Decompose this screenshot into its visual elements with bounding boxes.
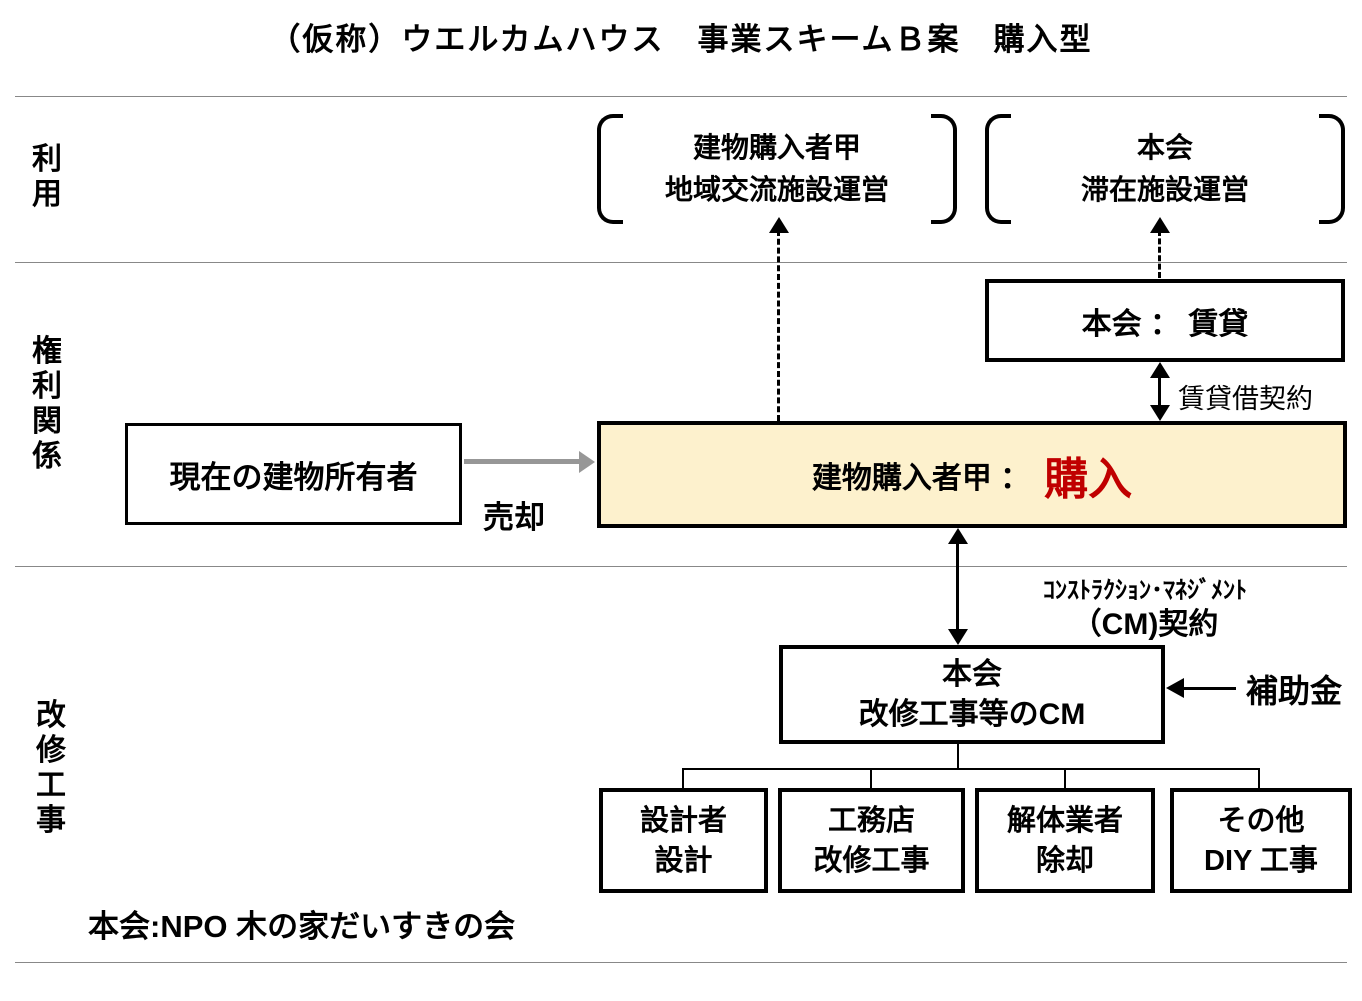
contractor-line: その他: [1217, 804, 1305, 837]
left-bracket-icon: [985, 114, 1011, 224]
right-bracket-icon: [931, 114, 957, 224]
section-separator-rights-construction: [15, 566, 1347, 567]
usage-buyer-line2: 地域交流施設運営: [664, 174, 889, 205]
contractor-box-designer: 設計者 設計: [599, 788, 768, 893]
row-label-rights: 権利関係: [32, 335, 62, 473]
section-separator-usage-rights: [15, 262, 1347, 263]
connector-drop-3: [1064, 768, 1066, 788]
contractor-line: DIY 工事: [1204, 844, 1318, 877]
row-label-usage: 利用: [32, 143, 62, 211]
purchase-box-label: 建物購入者甲 ：: [811, 461, 1031, 495]
connector-drop-1: [682, 768, 684, 788]
contractor-box-demolition: 解体業者 除却: [975, 788, 1155, 893]
arrowhead-down-icon: [1150, 405, 1170, 421]
arrowhead-up-icon: [769, 217, 789, 233]
purchase-box-value: 購入: [1044, 454, 1133, 504]
contractor-line: 除却: [1035, 844, 1094, 877]
cm-contract-double-arrow: [948, 528, 968, 645]
cm-box: 本会 改修工事等のCM: [779, 645, 1165, 744]
sale-label: 売却: [483, 500, 545, 535]
lease-contract-label: 賃貸借契約: [1178, 384, 1313, 414]
sale-arrow: [464, 451, 595, 473]
dashed-up-arrow-association: [1150, 217, 1170, 278]
arrowhead-right-icon: [579, 451, 595, 473]
arrowhead-up-icon: [948, 528, 968, 544]
dashed-up-arrow-buyer: [769, 217, 789, 421]
current-owner-box: 現在の建物所有者: [125, 423, 462, 525]
page-title: （仮称）ウエルカムハウス 事業スキームＢ案 購入型: [269, 22, 1093, 57]
arrowhead-down-icon: [948, 629, 968, 645]
purchase-box: 建物購入者甲 ： 購入: [597, 421, 1347, 528]
connector-drop-4: [1258, 768, 1260, 788]
usage-group-association: 本会 滞在施設運営: [985, 114, 1345, 224]
cm-contract-label: ｺﾝｽﾄﾗｸｼｮﾝ･ﾏﾈｼﾞﾒﾝﾄ （CM)契約: [975, 575, 1315, 643]
row-label-construction: 改修工事: [36, 699, 66, 837]
contractor-box-diy: その他 DIY 工事: [1170, 788, 1352, 893]
cm-contract-label-line2: （CM)契約: [1071, 608, 1219, 641]
usage-association-line1: 本会: [1136, 132, 1193, 163]
subsidy-label: 補助金: [1246, 673, 1343, 709]
section-separator-top: [15, 96, 1347, 97]
arrowhead-left-icon: [1166, 678, 1184, 698]
contractor-line: 設計者: [639, 804, 727, 837]
cm-contract-label-line1: ｺﾝｽﾄﾗｸｼｮﾝ･ﾏﾈｼﾞﾒﾝﾄ: [1043, 577, 1247, 604]
usage-buyer-line1: 建物購入者甲: [692, 132, 861, 163]
connector-line-vertical: [957, 744, 959, 768]
contractor-line: 解体業者: [1006, 804, 1123, 837]
contractor-line: 工務店: [827, 804, 915, 837]
section-separator-bottom: [15, 962, 1347, 963]
lease-box: 本会 ： 賃貸: [985, 279, 1345, 362]
contractor-line: 改修工事: [813, 844, 930, 877]
connector-drop-2: [870, 768, 872, 788]
lease-contract-double-arrow: [1150, 362, 1170, 421]
contractor-line: 設計: [654, 844, 713, 877]
usage-association-line2: 滞在施設運営: [1080, 174, 1249, 205]
arrowhead-up-icon: [1150, 217, 1170, 233]
cm-box-line2: 改修工事等のCM: [858, 697, 1086, 731]
subsidy-arrow: [1166, 678, 1236, 698]
usage-group-buyer: 建物購入者甲 地域交流施設運営: [597, 114, 957, 224]
connector-line-horizontal: [682, 768, 1260, 770]
footnote: 本会:NPO 木の家だいすきの会: [88, 909, 516, 944]
cm-box-line1: 本会: [942, 657, 1002, 691]
arrowhead-up-icon: [1150, 362, 1170, 378]
left-bracket-icon: [597, 114, 623, 224]
contractor-box-builder: 工務店 改修工事: [778, 788, 965, 893]
right-bracket-icon: [1319, 114, 1345, 224]
